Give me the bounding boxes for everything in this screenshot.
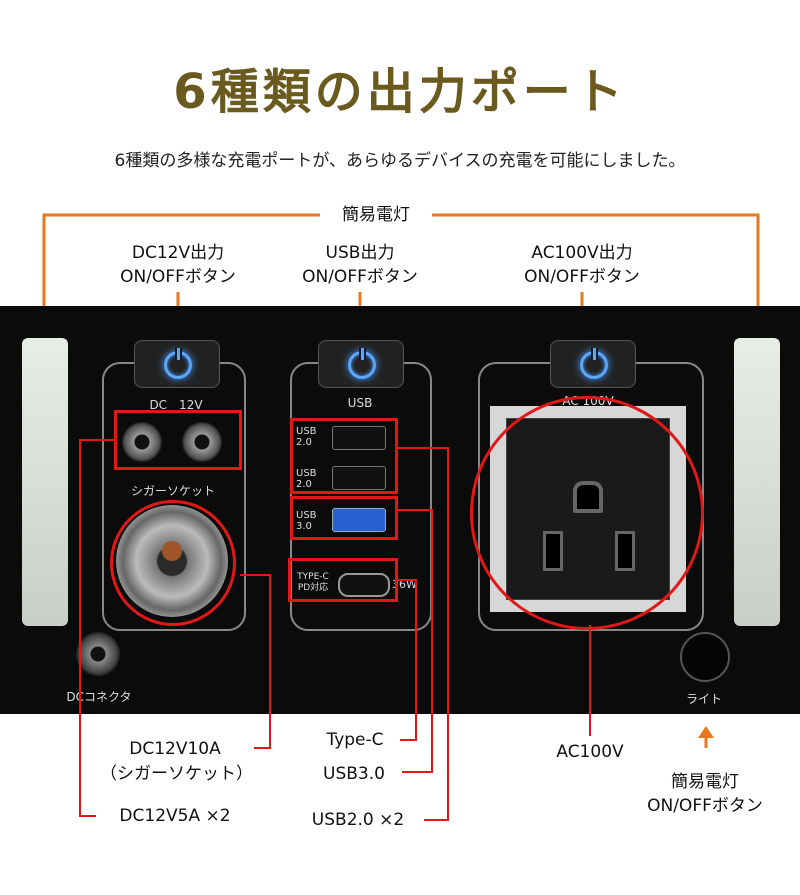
usb2-label-a: USB 2.0: [296, 426, 317, 448]
typec-port[interactable]: [338, 573, 390, 597]
callout-usb3: USB3.0: [323, 764, 385, 784]
callout-usb2: USB2.0 ×2: [311, 810, 405, 830]
callout-ac: AC100V: [556, 742, 624, 762]
usb-label: USB: [347, 396, 373, 410]
usb3-highlight: [290, 496, 398, 540]
callout-ac-button-line1: AC100V出力: [531, 243, 633, 263]
ac-power-button[interactable]: [550, 340, 636, 388]
dc-port-2[interactable]: [182, 422, 222, 462]
ac-highlight: [470, 396, 704, 630]
dc-connector-port[interactable]: [76, 632, 120, 676]
dc-connector-label: DCコネクタ: [66, 690, 132, 704]
usb2-highlight: [290, 418, 398, 494]
callout-light-top: 簡易電灯: [342, 205, 410, 225]
dc-port-1[interactable]: [122, 422, 162, 462]
callout-dc5a: DC12V5A ×2: [119, 806, 231, 826]
dc-power-button[interactable]: [134, 340, 220, 388]
dc-ports-highlight: [114, 410, 242, 470]
usb-power-icon: [348, 348, 376, 379]
callout-light-button-line1: 簡易電灯: [671, 772, 739, 792]
usb2-port-b[interactable]: [332, 466, 386, 490]
page-title: 6種類の出力ポート: [173, 64, 627, 120]
cigar-highlight: [110, 500, 236, 626]
usb3-port[interactable]: [332, 508, 386, 532]
callout-cigar-line1: DC12V10A: [129, 739, 221, 759]
typec-label-2: PD対応: [297, 583, 329, 593]
callout-light-button-line2: ON/OFFボタン: [647, 796, 763, 816]
typec-watt: 36W: [392, 578, 417, 591]
light-bar-left: [22, 338, 68, 626]
usb2-label-b: USB 2.0: [296, 468, 317, 490]
light-label: ライト: [685, 692, 722, 706]
light-bar-right: [734, 338, 780, 626]
cigar-label: シガーソケット: [130, 484, 215, 498]
usb3-label: USB 3.0: [296, 510, 317, 532]
callout-ac-button-line2: ON/OFFボタン: [524, 267, 640, 287]
callout-usb-button-line1: USB出力: [325, 243, 395, 263]
dc-power-icon: [164, 348, 192, 379]
light-button[interactable]: [680, 632, 730, 682]
callout-dc-button-line2: ON/OFFボタン: [120, 267, 236, 287]
dc-label: DC 12V: [149, 398, 203, 412]
usb2-port-a[interactable]: [332, 426, 386, 450]
page-subtitle: 6種類の多様な充電ポートが、あらゆるデバイスの充電を可能にしました。: [114, 151, 686, 171]
callout-typec: Type-C: [326, 730, 384, 750]
callout-dc-button-line1: DC12V出力: [131, 243, 225, 263]
callout-cigar-line2: （シガーソケット）: [100, 764, 253, 784]
usb-power-button[interactable]: [318, 340, 404, 388]
typec-label-1: TYPE-C: [297, 572, 329, 582]
callout-usb-button-line2: ON/OFFボタン: [302, 267, 418, 287]
typec-highlight: [288, 558, 398, 602]
ac-power-icon: [580, 348, 608, 379]
